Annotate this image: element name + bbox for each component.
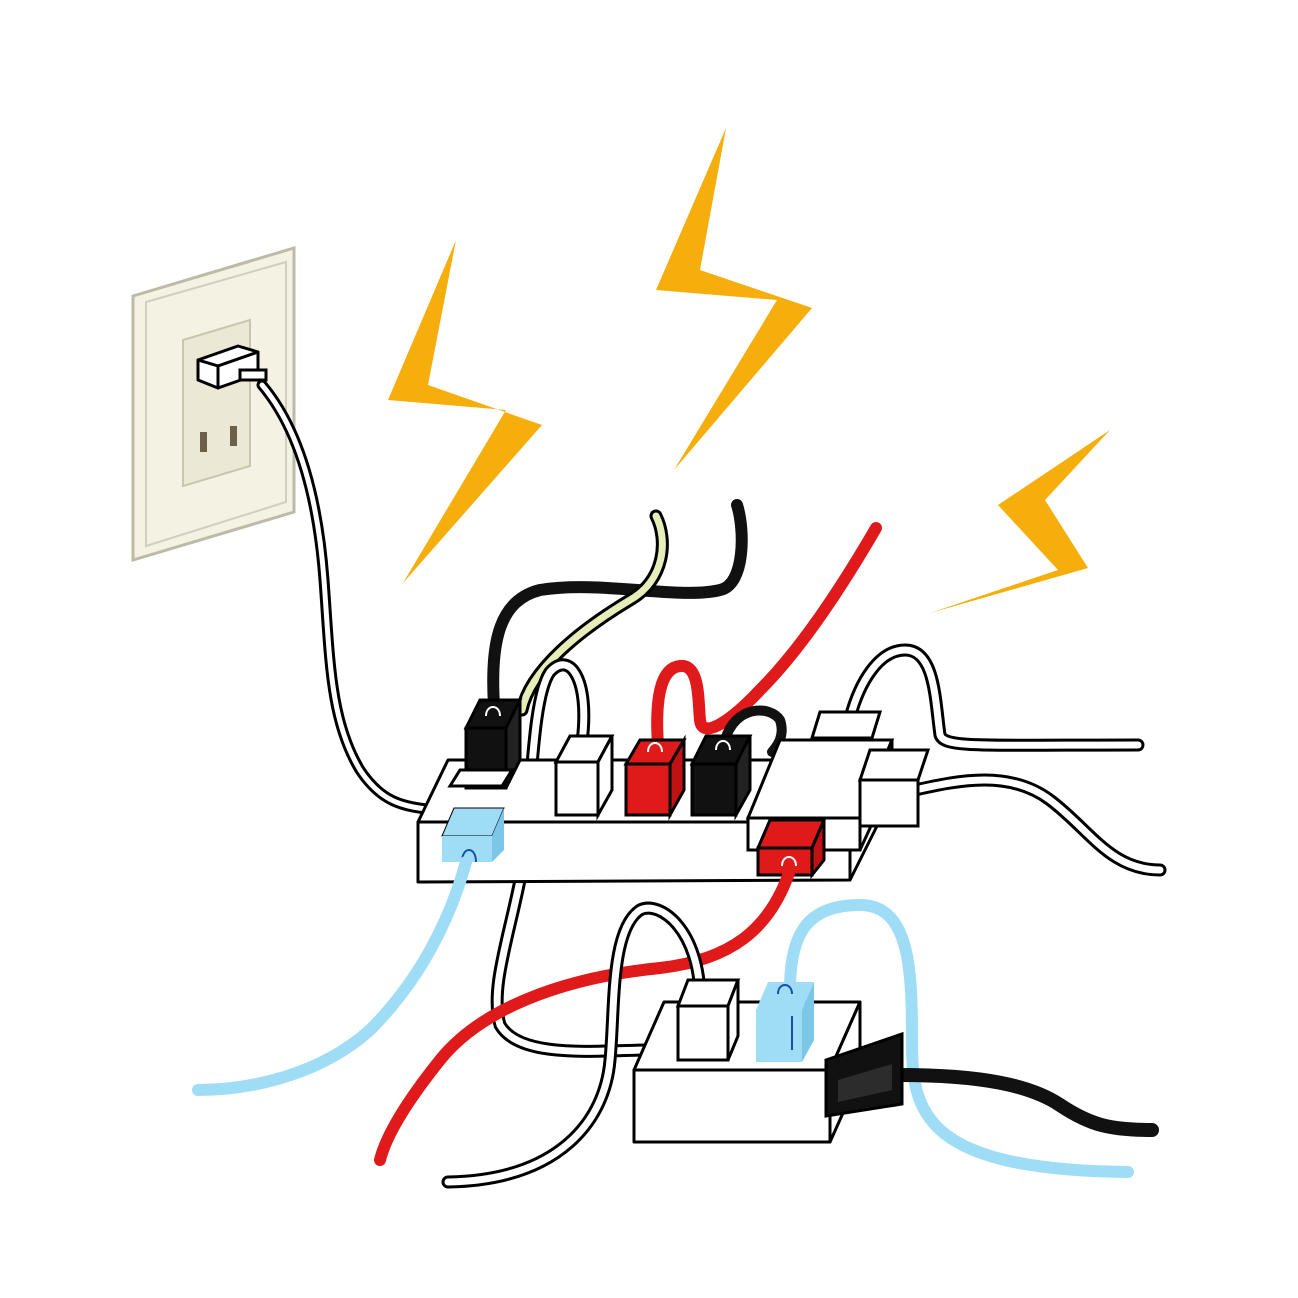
plug-icon xyxy=(441,807,505,863)
socket-slot xyxy=(200,432,207,452)
plug-icon xyxy=(756,982,814,1062)
lightning-bolt-icon xyxy=(930,430,1110,613)
lightning-bolts xyxy=(388,128,1110,613)
plug-icon xyxy=(745,710,931,852)
plug-icon xyxy=(623,734,687,821)
white-cord-right-top xyxy=(843,643,1145,752)
socket-slot xyxy=(230,426,237,446)
lightning-bolt-icon xyxy=(388,240,542,583)
blue-cord-left xyxy=(192,856,472,1096)
secondary-strip-plugs xyxy=(675,978,814,1062)
main-strip-plugs xyxy=(441,698,931,880)
red-cord-bottom xyxy=(374,864,796,1166)
plug-icon xyxy=(755,818,827,880)
lightning-bolt-icon xyxy=(656,128,812,470)
black-cord-right xyxy=(824,1031,1159,1137)
plug-icon xyxy=(689,734,753,821)
wall-outlet-icon xyxy=(131,245,296,563)
cords-front xyxy=(192,856,1134,1189)
blue-cord-loop xyxy=(784,899,1134,1178)
red-cord-top xyxy=(651,522,882,751)
plug-icon xyxy=(196,344,268,390)
cords-back xyxy=(256,379,1167,1058)
plug-icon xyxy=(447,768,515,788)
black-cord-top xyxy=(487,499,748,711)
plug-icon xyxy=(553,734,615,821)
plug-icon xyxy=(675,978,741,1062)
